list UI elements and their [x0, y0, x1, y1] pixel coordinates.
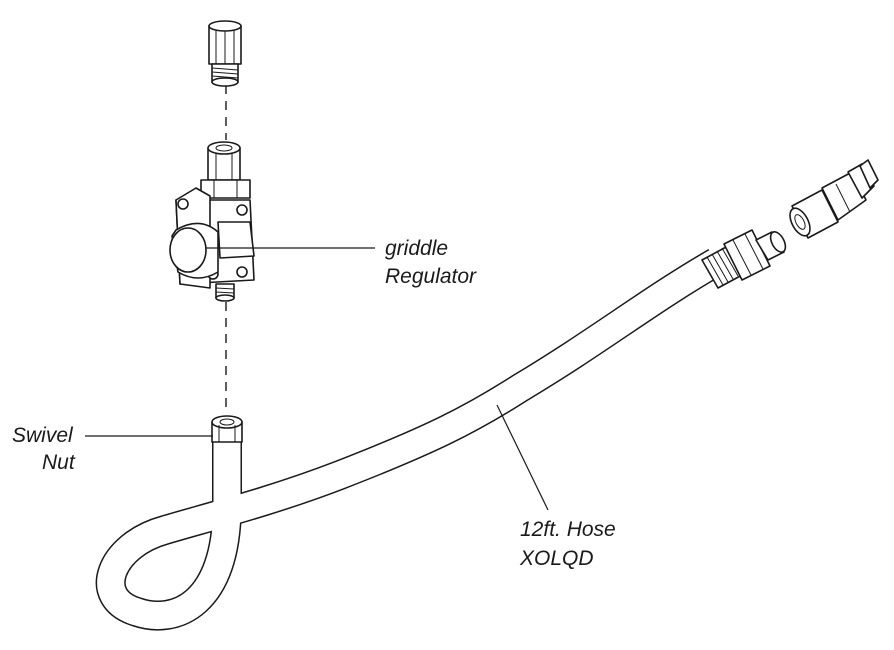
- hose-crimp-fitting: [701, 229, 771, 289]
- griddle-regulator: [169, 141, 255, 302]
- regulator-label-line1: griddle: [385, 237, 448, 260]
- hose-label-line1: 12ft. Hose: [520, 518, 616, 541]
- quick-disconnect-plug: [755, 231, 787, 261]
- swivel-nut-label-line1: Swivel: [12, 424, 74, 447]
- gas-hose: [95, 249, 724, 631]
- top-pipe-fitting: [208, 20, 242, 87]
- swivel-nut-label-line2: Nut: [42, 451, 76, 474]
- leader-lines: [85, 247, 549, 511]
- quick-disconnect-socket: [789, 159, 879, 239]
- swivel-nut: [211, 415, 243, 443]
- regulator-label-line2: Regulator: [385, 265, 477, 288]
- hose-label-line2: XOLQD: [519, 547, 594, 570]
